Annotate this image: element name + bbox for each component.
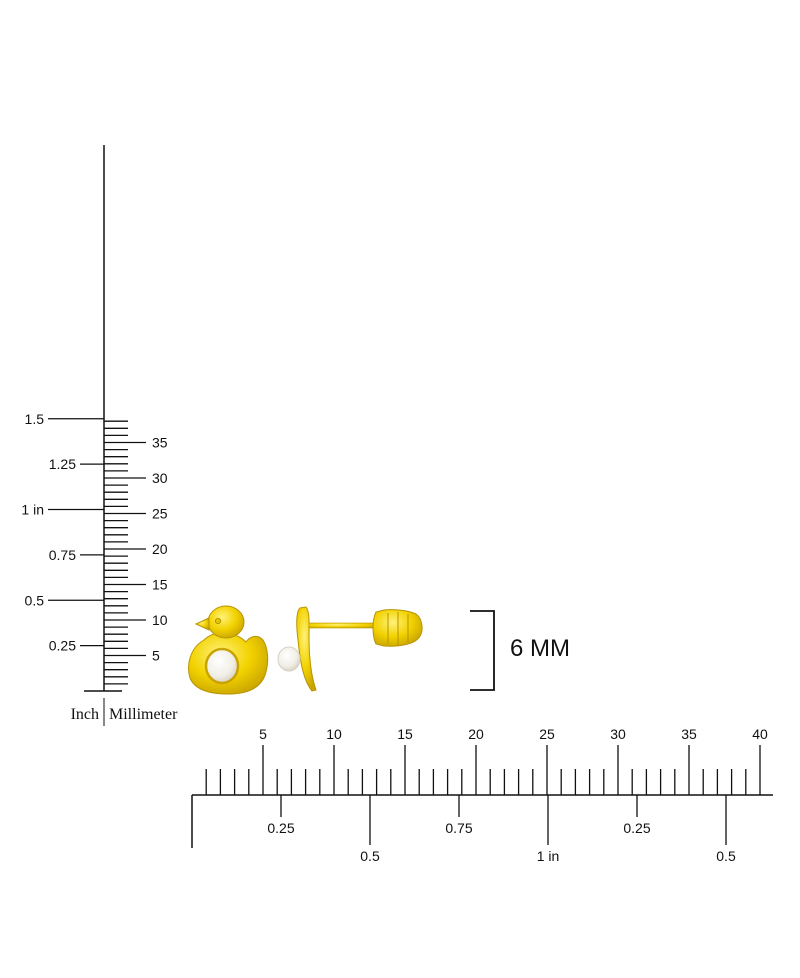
vertical-inch-label: 1 in xyxy=(21,502,44,518)
horizontal-inch-label: 0.25 xyxy=(623,820,650,836)
inch-caption: Inch xyxy=(71,706,99,723)
horizontal-mm-label: 5 xyxy=(259,726,267,742)
duck-beak xyxy=(194,617,210,631)
horizontal-mm-label: 20 xyxy=(468,726,484,742)
horizontal-inch-label: 1 in xyxy=(537,848,560,864)
vertical-mm-label: 35 xyxy=(152,435,168,451)
earring-post xyxy=(308,622,382,629)
vertical-inch-labels: 1.5 1.25 1 in 0.75 0.5 0.25 xyxy=(21,411,76,654)
dimension-label: 6 MM xyxy=(510,635,570,662)
horizontal-mm-label: 35 xyxy=(681,726,697,742)
horizontal-mm-label: 10 xyxy=(326,726,342,742)
vertical-mm-label: 30 xyxy=(152,470,168,486)
horizontal-inch-label: 0.25 xyxy=(267,820,294,836)
horizontal-ruler: 5 10 15 20 25 30 35 40 0.25 0.75 0.25 0.… xyxy=(191,726,773,864)
horizontal-mm-label: 30 xyxy=(610,726,626,742)
horizontal-mm-ticks xyxy=(205,745,761,795)
vertical-inch-label: 0.5 xyxy=(25,592,45,608)
vertical-inch-label: 0.25 xyxy=(49,638,76,654)
earring-side-screwback-icon xyxy=(277,606,423,692)
horizontal-mm-label: 25 xyxy=(539,726,555,742)
duck-earring-front-icon xyxy=(188,605,269,695)
side-plate xyxy=(296,606,317,692)
side-pearl xyxy=(277,646,301,672)
horizontal-inch-label: 0.5 xyxy=(360,848,380,864)
vertical-mm-labels: 35 30 25 20 15 10 5 xyxy=(152,435,168,664)
vertical-mm-label: 10 xyxy=(152,612,168,628)
dimension-bracket: 6 MM xyxy=(470,610,570,691)
duck-eye xyxy=(214,618,221,625)
horizontal-inch-label: 0.75 xyxy=(445,820,472,836)
vertical-inch-label: 1.25 xyxy=(49,456,76,472)
vertical-mm-label: 25 xyxy=(152,506,168,522)
vertical-mm-label: 20 xyxy=(152,541,168,557)
duck-head xyxy=(207,605,245,639)
vertical-inch-label: 0.75 xyxy=(49,547,76,563)
horizontal-mm-label: 40 xyxy=(752,726,768,742)
horizontal-inch-labels: 0.25 0.75 0.25 0.5 1 in 0.5 xyxy=(267,820,736,864)
duck-pearl xyxy=(204,647,240,685)
vertical-mm-label: 5 xyxy=(152,648,160,664)
vertical-inch-ticks xyxy=(48,418,104,647)
vertical-mm-label: 15 xyxy=(152,577,168,593)
horizontal-inch-label: 0.5 xyxy=(716,848,736,864)
millimeter-caption: Millimeter xyxy=(109,706,178,723)
horizontal-mm-labels: 5 10 15 20 25 30 35 40 xyxy=(259,726,768,742)
horizontal-inch-ticks xyxy=(280,795,727,845)
horizontal-mm-label: 15 xyxy=(397,726,413,742)
vertical-ruler: 35 30 25 20 15 10 5 1.5 1.25 1 in 0.75 0… xyxy=(21,145,178,726)
vertical-mm-ticks xyxy=(104,420,146,685)
vertical-inch-label: 1.5 xyxy=(25,411,45,427)
